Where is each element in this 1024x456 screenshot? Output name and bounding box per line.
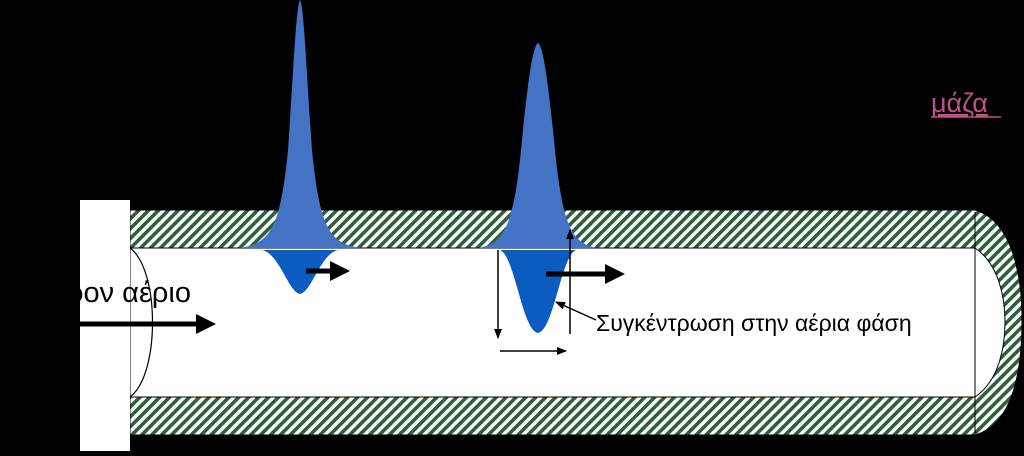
peak-2-mobile — [500, 250, 576, 333]
mass-link[interactable]: μάζα — [931, 88, 988, 118]
column-tube — [129, 209, 1023, 436]
carrier-gas-label: ρον αέριο — [67, 277, 191, 309]
peak-1-mobile — [262, 250, 338, 294]
peak-1-stationary — [238, 0, 362, 248]
tube-interior — [129, 247, 1006, 398]
gas-phase-concentration-label: Συγκέντρωση στην αέρια φάση — [596, 310, 912, 336]
peak-2 — [478, 43, 598, 333]
peak-2-stationary — [478, 43, 598, 248]
peak-1 — [238, 0, 362, 294]
callout-pointer — [555, 301, 597, 321]
